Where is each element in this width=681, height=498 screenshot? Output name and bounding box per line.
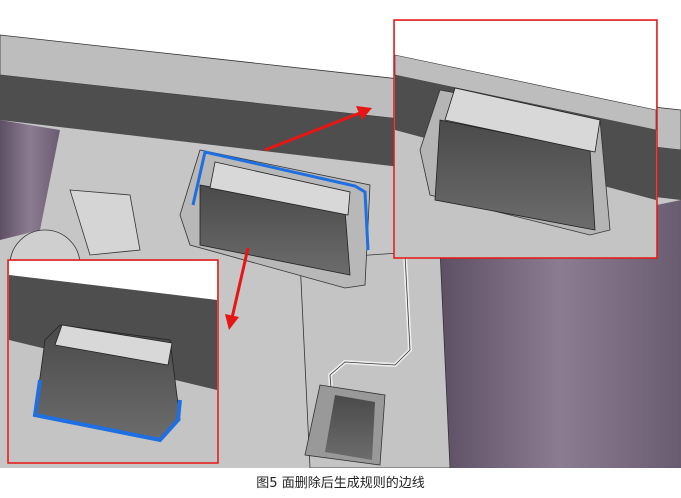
highlighted-edges <box>191 150 370 251</box>
cad-scene <box>0 0 681 468</box>
detail-inset-right <box>393 19 658 259</box>
callout-arrows <box>225 106 372 330</box>
pocket-feature <box>179 149 371 289</box>
figure-caption: 图5 面删除后生成规则的边线 <box>256 476 425 491</box>
detail-inset-left <box>7 259 219 464</box>
